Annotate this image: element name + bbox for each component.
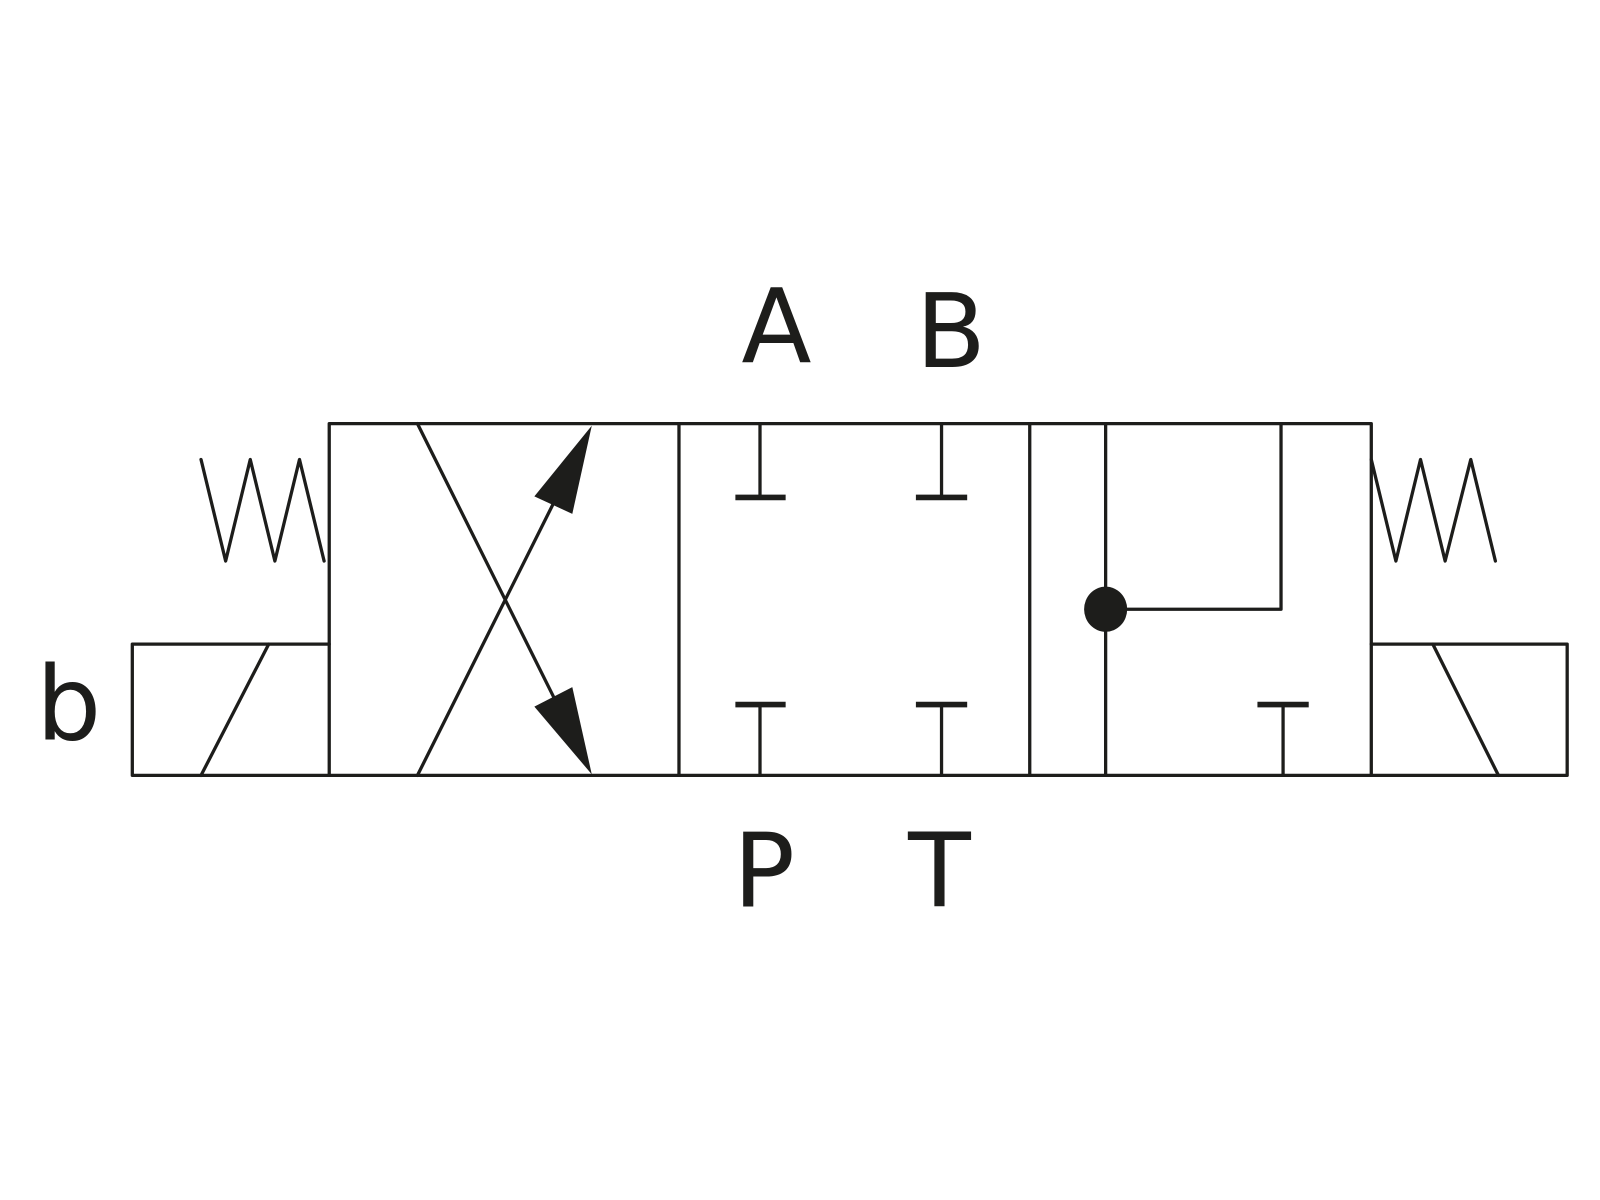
junction-dot-icon — [1084, 586, 1128, 632]
arrow-up-icon — [534, 425, 592, 514]
blocked-center-cell — [735, 421, 968, 778]
port-label-b: B — [916, 273, 986, 392]
connected-flow-cell — [1084, 421, 1309, 778]
port-label-a: A — [741, 268, 811, 387]
spring-right — [1369, 457, 1498, 563]
crossed-flow-cell — [415, 421, 592, 778]
valve-body — [327, 421, 1373, 778]
arrow-down-icon — [534, 687, 592, 775]
port-label-t: T — [907, 813, 971, 932]
solenoid-right — [1369, 642, 1569, 778]
spring-left — [199, 457, 326, 563]
port-label-p: P — [733, 813, 795, 932]
solenoid-left — [130, 642, 331, 778]
solenoid-label: b — [36, 645, 101, 764]
